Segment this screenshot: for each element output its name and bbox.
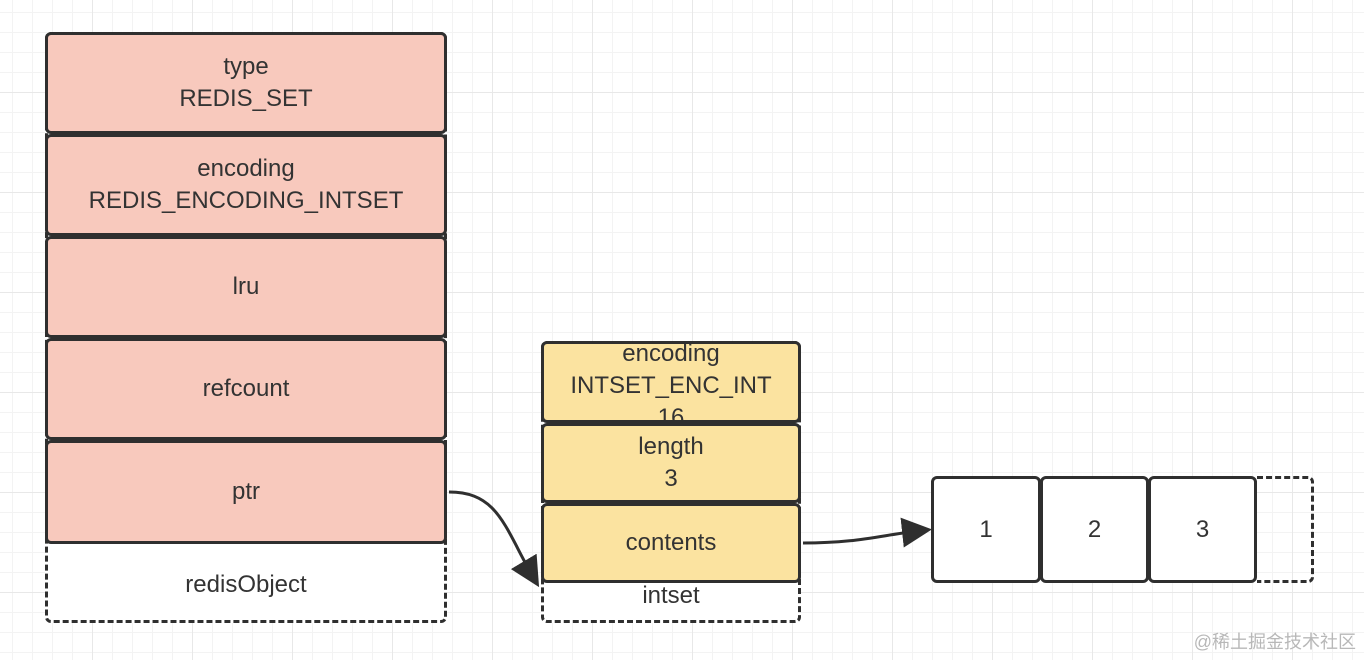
field-lru-name: lru [232,273,260,300]
array-cell-2: 3 [1148,476,1257,583]
intset-length-name: length [638,433,704,460]
intset-length: length 3 [541,423,801,503]
field-refcount: refcount [45,338,447,440]
field-encoding: encoding REDIS_ENCODING_INTSET [45,134,447,236]
ptr-to-intset-arrow [448,490,540,588]
array-cell-1: 2 [1040,476,1149,583]
redis-object-label: redisObject [185,571,307,598]
field-encoding-value: REDIS_ENCODING_INTSET [88,187,404,214]
field-type: type REDIS_SET [45,32,447,134]
intset-label: intset [642,582,700,609]
intset-contents: contents [541,503,801,583]
intset-encoding: encoding INTSET_ENC_INT 16 [541,341,801,423]
intset-encoding-value: INTSET_ENC_INT [570,372,772,399]
field-type-value: REDIS_SET [179,85,313,112]
watermark: @稀土掘金技术社区 [1193,632,1356,652]
field-ptr: ptr [45,440,447,544]
field-encoding-name: encoding [197,155,295,182]
contents-to-array-arrow [802,517,932,548]
field-lru: lru [45,236,447,338]
field-refcount-name: refcount [202,375,290,402]
field-type-name: type [223,53,269,80]
intset-encoding-name: encoding [622,341,720,367]
intset-contents-name: contents [625,529,717,556]
intset-encoding-value-wrap: 16 [657,404,685,423]
field-ptr-name: ptr [231,478,260,505]
intset-length-value: 3 [664,465,678,492]
array-cell-empty [1257,476,1314,583]
array-cell-0: 1 [931,476,1041,583]
